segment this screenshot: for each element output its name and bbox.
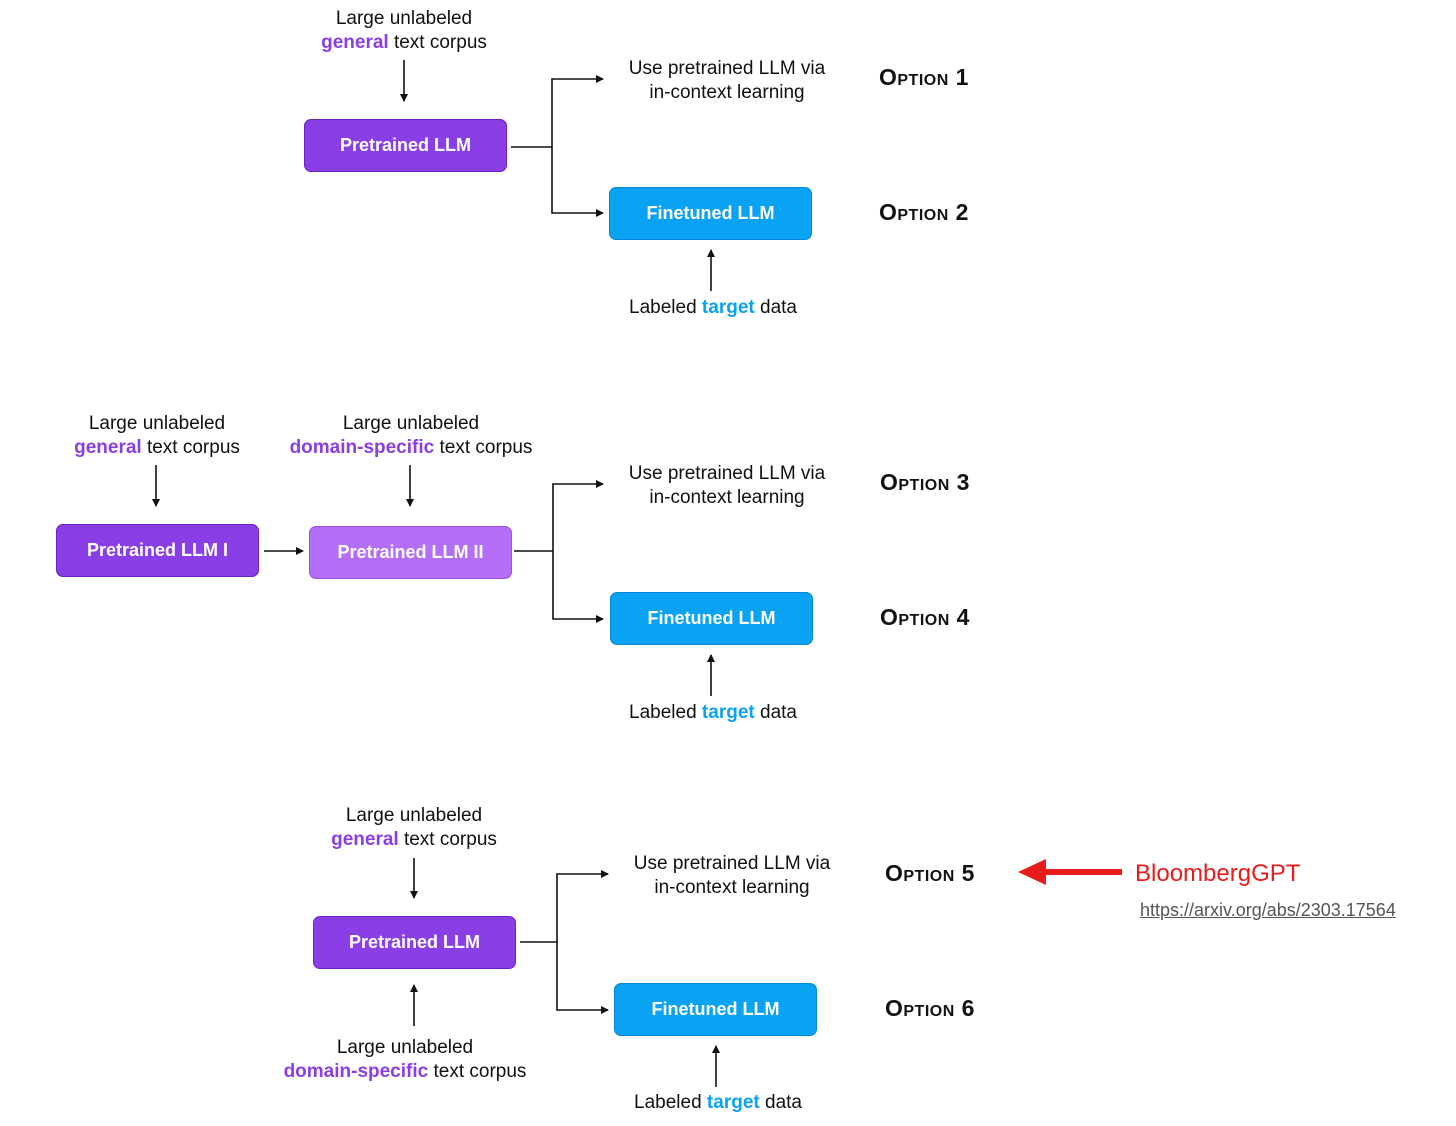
option-1-label: Option 1: [879, 64, 969, 90]
corpus-label-domain-2: Large unlabeled domain-specific text cor…: [289, 413, 533, 458]
target-label-3: Labeled target data: [634, 1092, 802, 1113]
finetuned-llm-box-1: Finetuned LLM: [609, 187, 812, 240]
red-pointer-arrow: [1018, 859, 1122, 885]
option-4-label: Option 4: [880, 604, 970, 630]
corpus-label-general-1: Large unlabeled general text corpus: [321, 8, 487, 53]
option-2-label: Option 2: [879, 199, 969, 225]
option-5-label: Option 5: [885, 860, 975, 886]
finetuned-llm-box-2: Finetuned LLM: [610, 592, 813, 645]
target-label-1: Labeled target data: [629, 297, 797, 318]
branch-line-4: [552, 551, 604, 623]
finetuned-llm-box-3: Finetuned LLM: [614, 983, 817, 1036]
branch-line-5: [520, 870, 609, 943]
target-label-2: Labeled target data: [629, 702, 797, 723]
in-context-label-1: Use pretrained LLM via in-context learni…: [628, 58, 826, 103]
pretrained-llm-box-3: Pretrained LLM: [313, 916, 516, 969]
arxiv-link[interactable]: https://arxiv.org/abs/2303.17564: [1140, 900, 1396, 920]
pretrained-llm-i-box: Pretrained LLM I: [56, 524, 259, 577]
in-context-label-2: Use pretrained LLM via in-context learni…: [628, 463, 826, 508]
corpus-label-domain-3: Large unlabeled domain-specific text cor…: [283, 1037, 527, 1082]
corpus-label-general-3: Large unlabeled general text corpus: [331, 805, 497, 850]
branch-line-6: [556, 942, 609, 1014]
pretrained-llm-box-1: Pretrained LLM: [304, 119, 507, 172]
corpus-label-general-2: Large unlabeled general text corpus: [74, 413, 240, 458]
pretrained-llm-ii-box: Pretrained LLM II: [309, 526, 512, 579]
branch-line-2: [551, 147, 604, 217]
in-context-label-3: Use pretrained LLM via in-context learni…: [633, 853, 831, 898]
option-3-label: Option 3: [880, 469, 970, 495]
branch-line-1: [511, 75, 604, 148]
bloomberggpt-label: BloombergGPT: [1135, 860, 1301, 887]
branch-line-3: [514, 480, 604, 552]
option-6-label: Option 6: [885, 995, 975, 1021]
